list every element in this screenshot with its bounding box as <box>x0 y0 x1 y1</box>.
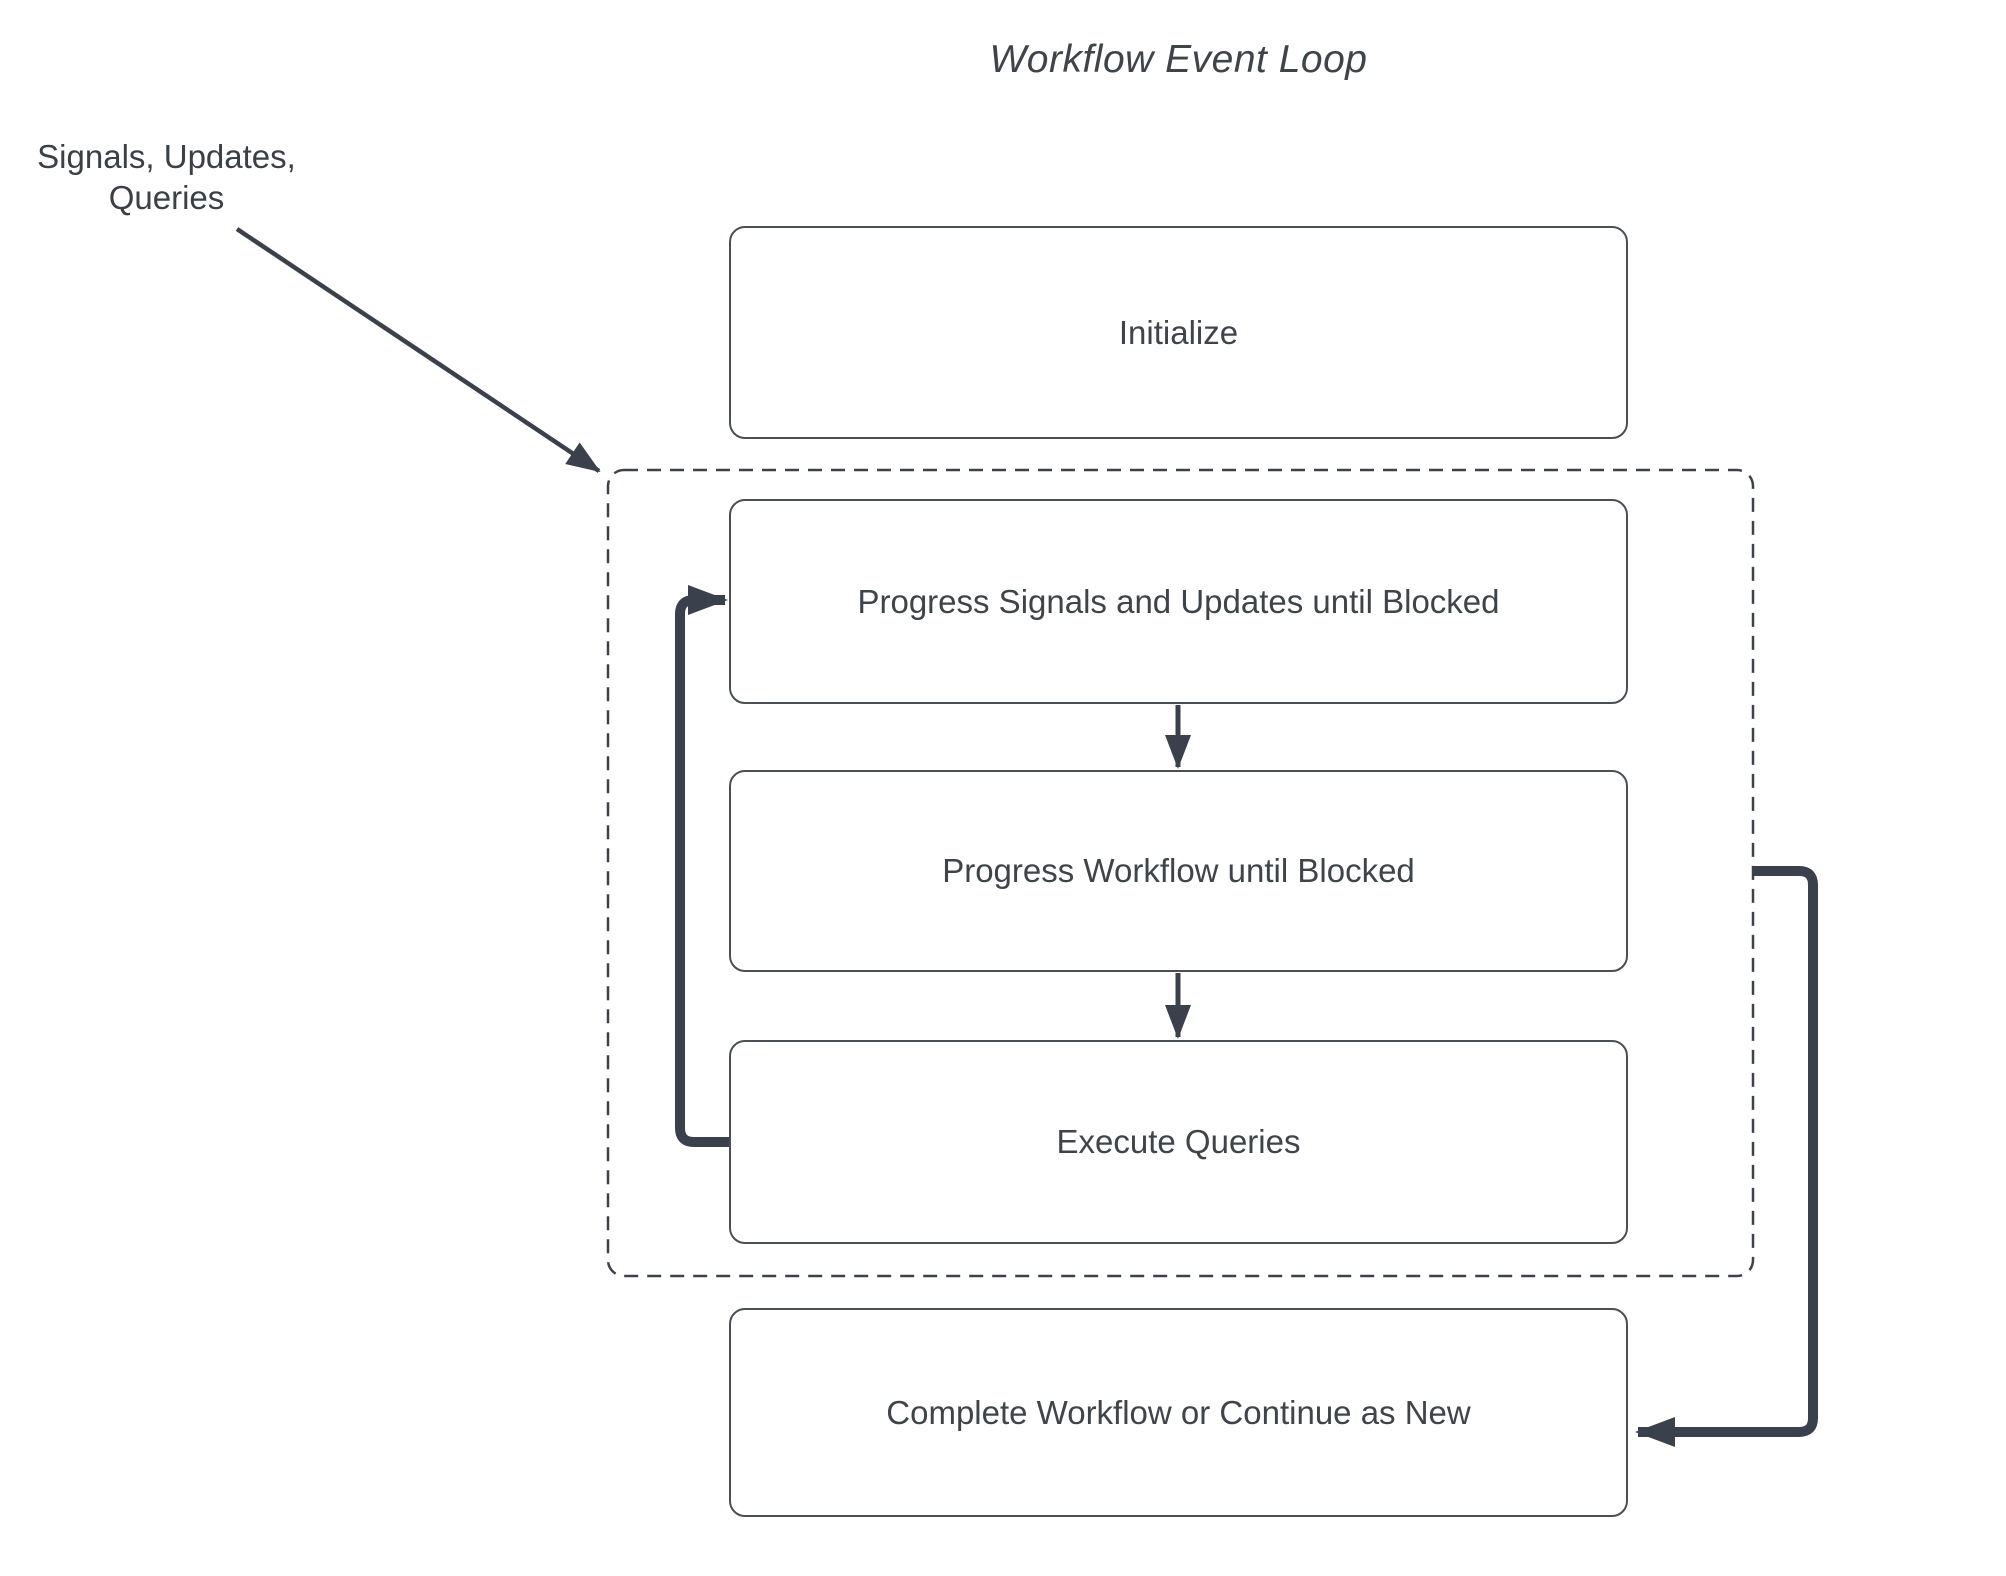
node-complete-workflow: Complete Workflow or Continue as New <box>729 1308 1628 1517</box>
arrow-execute-queries-to-progress-signals-loop <box>675 585 729 1147</box>
external-events-label: Signals, Updates, Queries <box>24 136 309 218</box>
external-events-label-line1: Signals, Updates, <box>37 138 296 175</box>
node-progress-workflow-label: Progress Workflow until Blocked <box>942 852 1415 889</box>
node-complete-workflow-label: Complete Workflow or Continue as New <box>886 1393 1471 1431</box>
diagram-title: Workflow Event Loop <box>989 38 1368 81</box>
arrow-loop-exit-to-complete-workflow <box>1635 866 1818 1447</box>
signals-input-arrow <box>235 227 601 473</box>
node-execute-queries-label: Execute Queries <box>1056 1123 1301 1160</box>
node-initialize-label: Initialize <box>1118 313 1239 351</box>
node-execute-queries: Execute Queries <box>729 1040 1628 1244</box>
node-progress-signals: Progress Signals and Updates until Block… <box>729 499 1628 704</box>
node-progress-workflow: Progress Workflow until Blocked <box>729 770 1628 972</box>
node-progress-signals-label: Progress Signals and Updates until Block… <box>857 582 1500 620</box>
external-events-label-line2: Queries <box>108 179 225 216</box>
node-initialize: Initialize <box>729 226 1628 439</box>
